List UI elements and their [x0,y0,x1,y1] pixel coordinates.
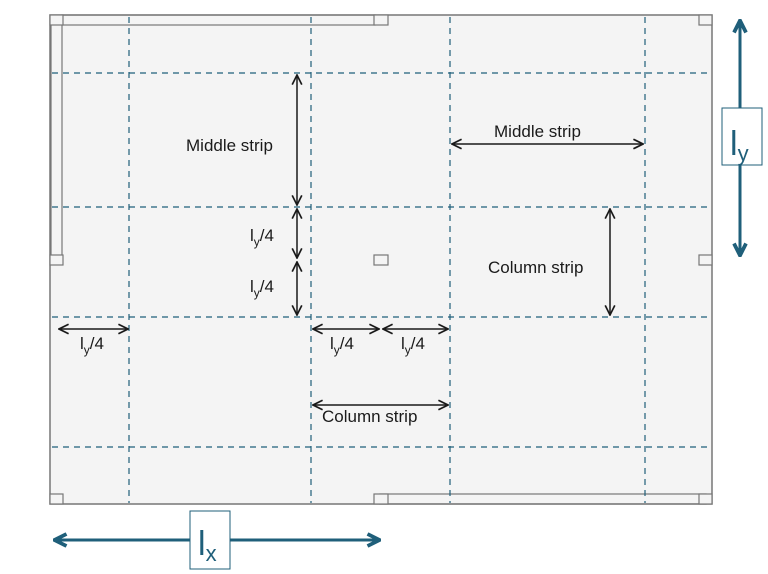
quarter-label: ly/4 [401,334,425,357]
column [49,493,64,505]
quarter-label: ly/4 [80,334,104,357]
column-strip-v-label: Column strip [488,258,583,277]
ly-span-indicator: ly [721,22,763,254]
column [373,14,389,26]
column [698,254,713,266]
quarter-label: ly/4 [330,334,354,357]
column-strip-h-label: Column strip [322,407,417,426]
strip-boundaries [52,17,710,503]
column [373,254,389,266]
lx-span-indicator: lx [56,510,378,570]
quarter-label: ly/4 [250,277,274,300]
ly-label: ly [730,125,749,166]
quarter-label: ly/4 [250,226,274,249]
column [373,493,389,505]
lx-label-box [189,510,231,570]
lx-label: lx [198,525,217,566]
column [49,254,64,266]
column [698,493,713,505]
column [698,14,713,26]
columns [49,14,713,505]
middle-strip-h-label: Middle strip [494,122,581,141]
ly-label-box [721,107,763,166]
dimension-arrows [59,75,643,405]
column [49,14,64,26]
middle-strip-v-label: Middle strip [186,136,273,155]
